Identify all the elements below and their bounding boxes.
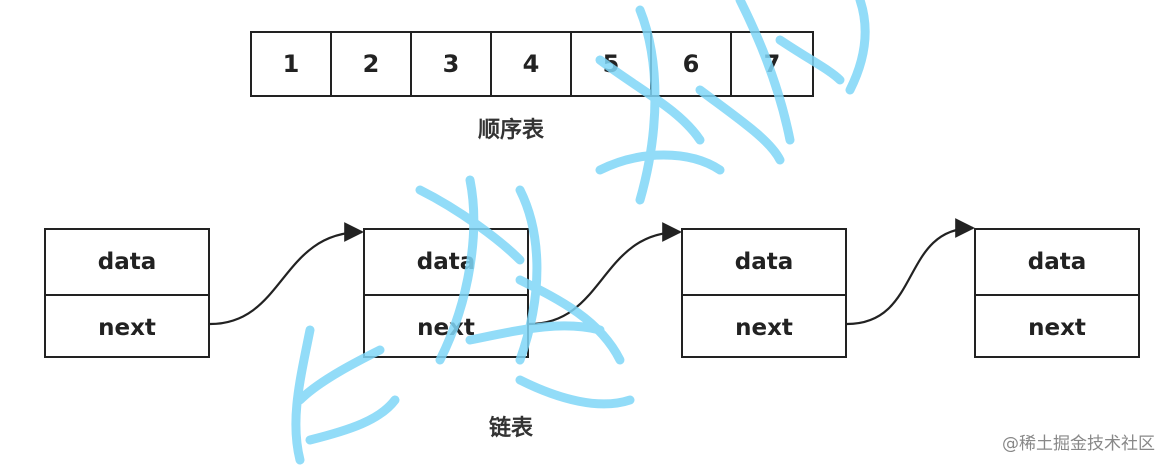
node-data-field: data (976, 230, 1138, 296)
link-arrow (528, 222, 682, 326)
node-data-field: data (46, 230, 208, 296)
node-next-field: next (735, 315, 793, 341)
array-cell: 3 (412, 33, 492, 95)
linked-list-node: data next (974, 228, 1140, 358)
array-cell: 6 (652, 33, 732, 95)
node-next-field: next (1028, 315, 1086, 341)
link-arrow (209, 222, 364, 326)
node-data-field: data (683, 230, 845, 296)
sequence-list-caption: 顺序表 (478, 118, 545, 143)
link-arrow (846, 218, 975, 326)
site-watermark: @稀土掘金技术社区 (1002, 434, 1155, 454)
watermark-strokes (291, 0, 870, 465)
array-cell: 1 (252, 33, 332, 95)
linked-list-node: data next (44, 228, 210, 358)
linked-list-node: data next (681, 228, 847, 358)
array-cell: 2 (332, 33, 412, 95)
array-cell: 4 (492, 33, 572, 95)
node-next-field: next (98, 315, 156, 341)
linked-list-caption: 链表 (489, 416, 534, 441)
